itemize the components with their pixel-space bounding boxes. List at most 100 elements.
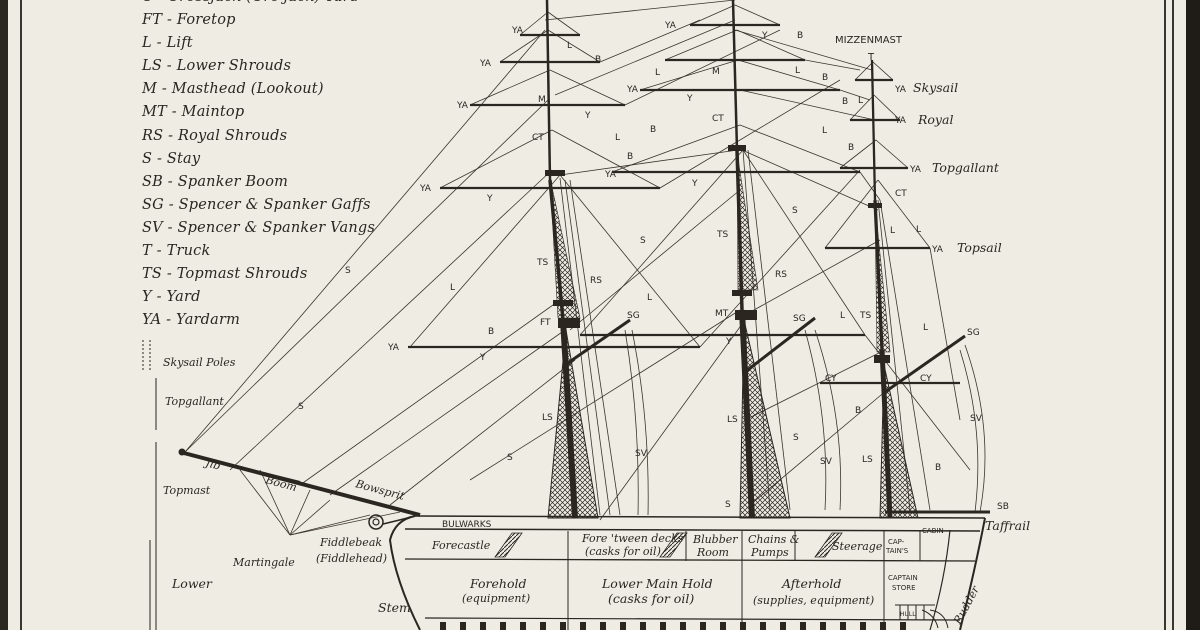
label-captains-2: TAIN'S	[885, 547, 909, 555]
label-l: L	[923, 323, 928, 333]
label-b: B	[842, 97, 848, 107]
label-b: B	[650, 125, 656, 135]
mast-section-bracket	[142, 340, 157, 630]
border-rule-left	[20, 0, 22, 630]
label-blubber: Blubber	[692, 533, 738, 546]
label-cabin: CABIN	[922, 527, 944, 535]
legend-term: Lower Shrouds	[176, 58, 292, 75]
label-l: L	[858, 96, 863, 106]
legend-term: Truck	[166, 243, 211, 260]
legend-code: MT	[142, 104, 167, 121]
label-l: L	[615, 133, 620, 143]
label-topsail: Topsail	[957, 240, 1002, 255]
label-steerage: Steerage	[832, 540, 883, 553]
label-pumps: Pumps	[750, 546, 789, 559]
label-ct-fore: CT	[532, 133, 544, 143]
label-y: Y	[584, 111, 591, 121]
label-y: Y	[725, 337, 732, 347]
label-topgallant: Topgallant	[932, 160, 1000, 175]
label-b: B	[595, 55, 601, 65]
legend-item-ts: TS - Topmast Shrouds	[142, 266, 308, 283]
label-forehold: Forehold	[469, 576, 526, 591]
label-afterhold: Afterhold	[781, 576, 841, 591]
label-b: B	[627, 152, 633, 162]
label-mizzenmast: MIZZENMAST	[835, 35, 903, 46]
label-sg-mizzen: SG	[967, 328, 980, 338]
label-ya-topsail: YA	[931, 245, 944, 255]
label-y: Y	[691, 179, 698, 189]
legend-term: Stay	[166, 150, 201, 167]
legend-code: S	[142, 150, 153, 167]
label-s: S	[345, 266, 351, 276]
label-fiddlehead: (Fiddlehead)	[316, 552, 387, 565]
label-y: Y	[486, 194, 493, 204]
label-y: Y	[479, 353, 486, 363]
label-skysail-poles: Skysail Poles	[163, 356, 236, 369]
hull	[368, 514, 986, 630]
label-s: S	[507, 453, 513, 463]
legend-term: Royal Shrouds	[177, 127, 288, 144]
legend-code: SB	[142, 173, 163, 190]
label-m-main: M	[712, 67, 720, 77]
legend-term: Foretop	[176, 12, 236, 29]
label-b: B	[935, 463, 941, 473]
label-l: L	[567, 41, 572, 51]
legend-code: M	[142, 81, 158, 98]
label-s: S	[792, 206, 798, 216]
label-lower-main-hold: Lower Main Hold	[601, 576, 713, 591]
label-ft: FT	[540, 318, 551, 328]
label-ya: YA	[664, 21, 677, 31]
label-skysail: Skysail	[913, 80, 958, 95]
label-y: Y	[761, 31, 768, 41]
legend-code: FT	[142, 12, 163, 29]
bowsprit	[178, 448, 421, 517]
legend-term: Topmast Shrouds	[176, 266, 308, 283]
label-room: Room	[696, 546, 729, 559]
label-captain-store-2: STORE	[892, 584, 916, 592]
ladders	[494, 532, 843, 558]
label-ya-royal: YA	[894, 116, 907, 126]
legend-code: LS	[142, 58, 162, 75]
label-ya: YA	[419, 184, 432, 194]
legend-code: RS	[142, 127, 164, 144]
legend-term: Crossjack (Cro'jack) Yard	[168, 0, 359, 5]
legend-item-s: S - Stay	[142, 150, 201, 167]
legend-key: C - Crossjack (Cro'jack) YardFT - Foreto…	[142, 0, 382, 332]
legend-item-m: M - Masthead (Lookout)	[142, 81, 324, 98]
label-jib: Jib	[202, 456, 222, 473]
label-taffrail: Taffrail	[985, 518, 1030, 533]
label-l: L	[822, 126, 827, 136]
label-ls-mizzen: LS	[862, 455, 873, 465]
label-ya-skysail: YA	[894, 85, 907, 95]
legend-code: C	[142, 0, 153, 5]
label-b: B	[797, 31, 803, 41]
legend-term: Yardarm	[176, 312, 241, 329]
legend-term: Spencer & Spanker Vangs	[177, 219, 375, 236]
label-ya: YA	[604, 170, 617, 180]
lower-shrouds-netting	[547, 151, 919, 519]
label-truck: T	[867, 52, 875, 63]
label-captain-store: CAPTAIN	[888, 574, 918, 582]
label-ya: YA	[479, 59, 492, 69]
label-forecastle: Forecastle	[431, 539, 491, 552]
label-l: L	[795, 66, 800, 76]
legend-code: Y	[142, 289, 152, 306]
label-sv-main: SV	[820, 457, 833, 467]
label-ya: YA	[626, 85, 639, 95]
label-fore-tween-decks: Fore 'tween decks	[581, 532, 684, 545]
label-fiddlebeak: Fiddlebeak	[319, 536, 382, 549]
label-sv-fore: SV	[635, 449, 648, 459]
label-s: S	[725, 500, 731, 510]
label-b: B	[848, 143, 854, 153]
label-ya: YA	[511, 26, 524, 36]
page-edge-left	[0, 0, 8, 630]
label-sg-fore: SG	[627, 311, 640, 321]
label-l: L	[916, 225, 921, 235]
label-ya: YA	[387, 343, 400, 353]
label-s: S	[298, 402, 304, 412]
legend-item-rs: RS - Royal Shrouds	[142, 127, 288, 144]
label-l: L	[450, 283, 455, 293]
label-m-fore: M	[538, 95, 546, 105]
legend-code: SV	[142, 219, 163, 236]
label-rs-main: RS	[775, 270, 787, 280]
